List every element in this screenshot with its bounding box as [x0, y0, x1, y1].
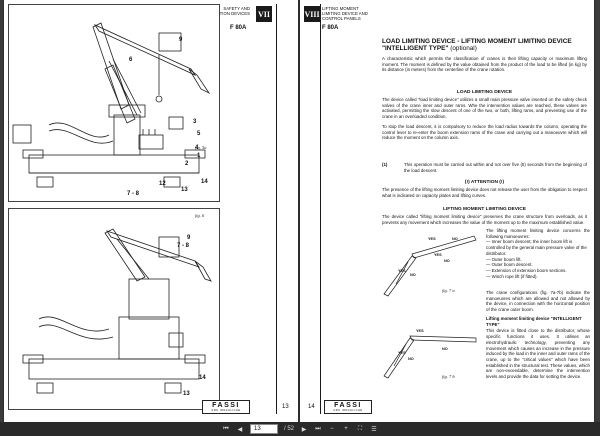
note-text: This operation must be carried out withi… — [404, 162, 587, 173]
callout-1: 1 — [197, 153, 201, 159]
diag-yes-1: YES — [428, 237, 436, 241]
left-margin-rule — [276, 4, 277, 414]
boom-diagram-7b: YES NO YES NO — [383, 329, 477, 379]
fig-5a-label: fig. 5a — [195, 145, 207, 150]
menu-icon[interactable]: ☰ — [371, 426, 377, 433]
callout-7-8-b: 7 - 8 — [177, 243, 190, 249]
crane-drawing-top: 9 6 3 5 4 12 2 1 7 - 8 14 13 — [12, 22, 211, 197]
left-fassi-logo: FASSI GRU IDRAULICHE — [202, 400, 250, 414]
section-load-limiting: LOAD LIMITING DEVICE The device called "… — [382, 90, 587, 141]
callout-3: 3 — [193, 119, 197, 125]
right-logo-tagline: GRU IDRAULICHE — [333, 409, 363, 412]
diag-no-2: NO — [444, 259, 450, 263]
intro-text: A characteristic which permits the class… — [382, 56, 587, 73]
sec1-title: LOAD LIMITING DEVICE — [456, 90, 513, 95]
callout-14-b: 14 — [199, 375, 206, 381]
callout-9-b: 9 — [187, 235, 191, 241]
right-model: F 80A — [322, 25, 339, 31]
page-total: / 52 — [283, 426, 294, 432]
manoeuvre-list-block: The lifting moment limiting device conce… — [486, 228, 590, 279]
config-paragraph: The crane configurations (fig. 7a-7b) in… — [486, 290, 590, 313]
left-page-header: SAFETY AND PROTECTION DEVICES — [201, 6, 250, 16]
callout-9: 9 — [179, 37, 183, 43]
callout-13-b: 13 — [183, 391, 190, 397]
boom-diagram-7a: YES NO YES NO YES NO — [383, 235, 477, 297]
figure-6: 7 - 8 9 14 13 fig. 6 — [8, 208, 220, 410]
fig-7a-label: fig. 7 a — [442, 288, 455, 293]
left-model: F 80A — [230, 25, 247, 31]
sec1-p2: To stop the load descent, it is compulso… — [382, 123, 587, 141]
right-page-number: 14 — [308, 404, 315, 410]
right-page-header: LIFTING MOMENT LIMITING DEVICE AND CONTR… — [322, 6, 368, 21]
diag-no-3: NO — [410, 273, 416, 277]
diag-yes-5: YES — [398, 351, 406, 355]
figure-7b: YES NO YES NO fig. 7 b — [382, 318, 482, 388]
sec2-title: LIFTING MOMENT LIMITING DEVICE — [443, 207, 526, 212]
left-page: SAFETY AND PROTECTION DEVICES VII F 80A — [4, 0, 298, 422]
callout-4: 4 — [195, 145, 199, 151]
list-item: — Outer boom descent. — [486, 262, 533, 268]
fig-6-label: fig. 6 — [195, 213, 205, 218]
diag-yes-2: YES — [434, 253, 442, 257]
right-page: VIII LIFTING MOMENT LIMITING DEVICE AND … — [300, 0, 594, 422]
sec3-text: This device is fitted close to the distr… — [486, 328, 590, 380]
left-chapter-badge: VII — [256, 6, 272, 22]
note-number: (1) — [382, 162, 388, 167]
fullscreen-icon[interactable]: ⛶ — [357, 425, 363, 432]
callout-14: 14 — [201, 179, 208, 185]
list-item: — Inner boom descent; the inner boom lif… — [486, 239, 587, 256]
sec1-p1: The device called "load limiting device"… — [382, 97, 587, 120]
figure-5a: 9 6 3 5 4 12 2 1 7 - 8 14 13 fig. 5a — [8, 4, 220, 202]
section-moment-limiting: LIFTING MOMENT LIMITING DEVICE The devic… — [382, 207, 587, 225]
callout-6: 6 — [129, 57, 133, 63]
last-page-icon[interactable]: ⏭ — [315, 425, 321, 432]
crane-drawing-bottom: 7 - 8 9 14 13 — [22, 228, 212, 397]
left-logo-name: FASSI — [212, 402, 240, 409]
intro-paragraph: A characteristic which permits the class… — [382, 56, 587, 73]
attention-block: (!) ATTENTION (!) The presence of the li… — [382, 180, 587, 198]
title-text: LOAD LIMITING DEVICE - LIFTING MOMENT LI… — [382, 38, 572, 52]
diag-yes-3: YES — [398, 269, 406, 273]
zoom-out-icon[interactable]: − — [330, 426, 334, 432]
right-logo-name: FASSI — [334, 402, 362, 409]
right-title: LOAD LIMITING DEVICE - LIFTING MOMENT LI… — [382, 38, 590, 52]
right-fassi-logo: FASSI GRU IDRAULICHE — [324, 400, 372, 414]
left-logo-tagline: GRU IDRAULICHE — [211, 409, 241, 412]
attention-title: (!) ATTENTION (!) — [464, 180, 505, 185]
callout-13: 13 — [181, 187, 188, 193]
next-page-icon[interactable]: ▶ — [301, 426, 307, 433]
callout-12: 12 — [159, 181, 166, 187]
config-text: The crane configurations (fig. 7a-7b) in… — [486, 290, 590, 313]
right-chapter-badge: VIII — [304, 6, 320, 22]
note-block: (1) This operation must be carried out w… — [382, 162, 587, 173]
prev-page-icon[interactable]: ◀ — [237, 426, 243, 433]
sec3-title: Lifting moment limiting device "INTELLIG… — [486, 316, 582, 327]
list-item: — Winch rope lift (if fitted). — [486, 273, 538, 279]
callout-2: 2 — [185, 161, 189, 167]
diag-yes-4: YES — [416, 329, 424, 333]
sec2-p1: The device called "lifting moment limiti… — [382, 214, 587, 225]
diag-no-1: NO — [452, 237, 458, 241]
title-optional: (optional) — [450, 45, 477, 52]
attention-text: The presence of the lifting moment limit… — [382, 187, 588, 198]
figure-7a: YES NO YES NO YES NO fig. 7 a — [382, 232, 482, 302]
callout-5: 5 — [197, 131, 201, 137]
diag-no-4: NO — [442, 347, 448, 351]
callout-7-8: 7 - 8 — [127, 191, 140, 197]
section-intelligent: Lifting moment limiting device "INTELLIG… — [486, 316, 590, 380]
left-page-number: 13 — [282, 404, 289, 410]
list-item: — Extension of extension boom sections. — [486, 267, 567, 273]
right-margin-rule — [320, 4, 321, 414]
list-intro: The lifting moment limiting device conce… — [486, 228, 590, 239]
viewer-toolbar: ⏮ ◀ 13 / 52 ▶ ⏭ − + ⛶ ☰ — [0, 422, 600, 436]
first-page-icon[interactable]: ⏮ — [223, 425, 229, 432]
list-item: — Outer boom lift. — [486, 256, 522, 262]
fig-7b-label: fig. 7 b — [442, 374, 455, 379]
zoom-in-icon[interactable]: + — [344, 426, 348, 432]
diag-no-5: NO — [408, 357, 414, 361]
manoeuvre-list: — Inner boom descent; the inner boom lif… — [486, 239, 590, 279]
page-number-input[interactable]: 13 — [249, 424, 278, 434]
